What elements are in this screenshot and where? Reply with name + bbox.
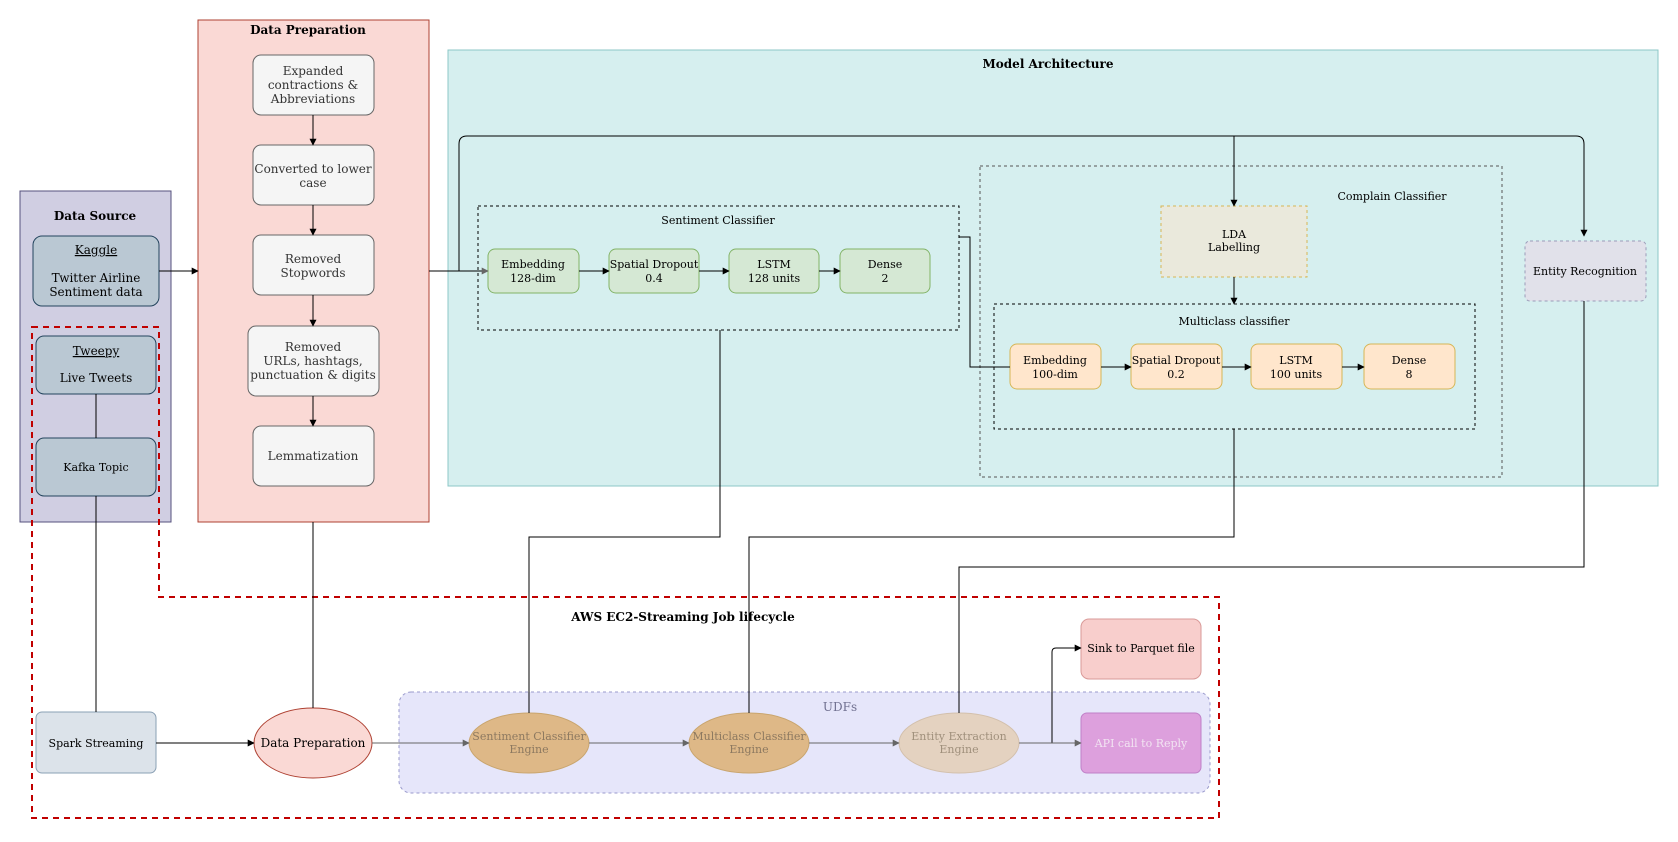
sentiment-lstm-line2: 128 units [748,272,801,285]
tweepy-title: Tweepy [73,344,120,358]
multiclass-dense-line1: Dense [1392,354,1427,367]
multiclass-layer-lstm[interactable]: LSTM 100 units [1250,343,1343,390]
kafka-topic-label: Kafka Topic [63,461,128,474]
prep-step-4[interactable]: Removed URLs, hashtags, punctuation & di… [247,325,380,397]
prep-step-5[interactable]: Lemmatization [252,425,375,487]
sentiment-engine-line2: Engine [509,743,548,756]
sentiment-classifier-title: Sentiment Classifier [661,214,775,227]
prep-step-3-line2: Stopwords [280,266,345,280]
sentiment-dropout-line1: Spatial Dropout [610,258,699,271]
lda-line1: LDA [1222,228,1247,241]
sentiment-embedding-line2: 128-dim [510,272,556,285]
kaggle-line1: Twitter Airline [52,271,141,285]
lda-labelling-box[interactable]: LDA Labelling [1160,205,1308,278]
sentiment-layer-dropout[interactable]: Spatial Dropout 0.4 [608,248,700,294]
entity-engine-line1: Entity Extraction [911,730,1006,743]
multiclass-engine-line2: Engine [729,743,768,756]
kaggle-line2: Sentiment data [49,285,142,299]
prep-step-3-line1: Removed [285,252,342,266]
kaggle-title: Kaggle [75,243,117,257]
complain-classifier-title: Complain Classifier [1337,190,1447,203]
sentiment-dropout-line2: 0.4 [645,272,663,285]
multiclass-layer-dropout[interactable]: Spatial Dropout 0.2 [1130,343,1223,390]
multiclass-dropout-line1: Spatial Dropout [1132,354,1221,367]
multiclass-lstm-line2: 100 units [1270,368,1323,381]
spark-streaming-box[interactable]: Spark Streaming [35,711,157,774]
sentiment-dense-line1: Dense [868,258,903,271]
prep-step-4-line3: punctuation & digits [250,368,376,382]
multiclass-classifier-title: Multiclass classifier [1179,315,1291,328]
prep-step-1-line3: Abbreviations [270,92,355,106]
prep-step-1[interactable]: Expanded contractions & Abbreviations [252,54,375,116]
prep-step-2[interactable]: Converted to lower case [252,144,375,206]
lda-line2: Labelling [1208,241,1260,254]
sentiment-lstm-line1: LSTM [757,258,790,271]
prep-to-model-connectors [429,135,1588,368]
prep-step-4-line1: Removed [285,340,342,354]
sentiment-layer-lstm[interactable]: LSTM 128 units [728,248,820,294]
data-source-title: Data Source [54,209,137,223]
sentiment-engine-node[interactable]: Sentiment Classifier Engine [468,712,590,774]
entity-recognition-label: Entity Recognition [1533,265,1637,278]
prep-step-2-line2: case [299,176,326,190]
sentiment-dense-line2: 2 [882,272,889,285]
api-reply-box[interactable]: API call to Reply [1080,712,1202,774]
multiclass-embedding-line1: Embedding [1023,354,1087,367]
entity-extraction-engine-node[interactable]: Entity Extraction Engine [898,712,1020,774]
prep-step-1-line2: contractions & [268,78,359,92]
multiclass-layer-dense[interactable]: Dense 8 [1363,343,1456,390]
prep-step-2-line1: Converted to lower [254,162,371,176]
prep-step-3[interactable]: Removed Stopwords [252,234,375,296]
tweepy-subtitle: Live Tweets [60,371,133,385]
multiclass-layer-embedding[interactable]: Embedding 100-dim [1009,343,1102,390]
udfs-title: UDFs [823,700,857,714]
entity-recognition-box[interactable]: Entity Recognition [1524,240,1647,302]
model-architecture-title: Model Architecture [983,57,1114,71]
multiclass-dense-line2: 8 [1406,368,1413,381]
multiclass-engine-line1: Multiclass Classifier [692,730,806,743]
sink-parquet-box[interactable]: Sink to Parquet file [1080,618,1202,680]
sentiment-layer-embedding[interactable]: Embedding 128-dim [487,248,580,294]
prep-step-5-line1: Lemmatization [268,449,359,463]
multiclass-lstm-line1: LSTM [1279,354,1312,367]
sentiment-classifier-group [477,205,960,331]
sentiment-layer-dense[interactable]: Dense 2 [839,248,931,294]
prep-step-4-line2: URLs, hashtags, [263,354,362,368]
prep-step-1-line1: Expanded [283,64,344,78]
sentiment-embedding-line1: Embedding [501,258,565,271]
api-reply-label: API call to Reply [1094,737,1188,750]
multiclass-embedding-line2: 100-dim [1032,368,1078,381]
multiclass-dropout-line2: 0.2 [1167,368,1185,381]
aws-lifecycle-boundary [31,326,1220,819]
entity-engine-line2: Engine [939,743,978,756]
sink-parquet-label: Sink to Parquet file [1087,642,1194,655]
data-preparation-node[interactable]: Data Preparation [253,707,373,779]
data-prep-title: Data Preparation [250,23,366,37]
complain-classifier-group [979,165,1503,478]
lifecycle-connectors [95,301,1585,747]
aws-lifecycle-title: AWS EC2-Streaming Job lifecycle [570,610,795,624]
sentiment-engine-line1: Sentiment Classifier [472,730,586,743]
multiclass-engine-node[interactable]: Multiclass Classifier Engine [688,712,810,774]
spark-streaming-label: Spark Streaming [49,737,144,750]
data-preparation-node-label: Data Preparation [261,736,366,750]
